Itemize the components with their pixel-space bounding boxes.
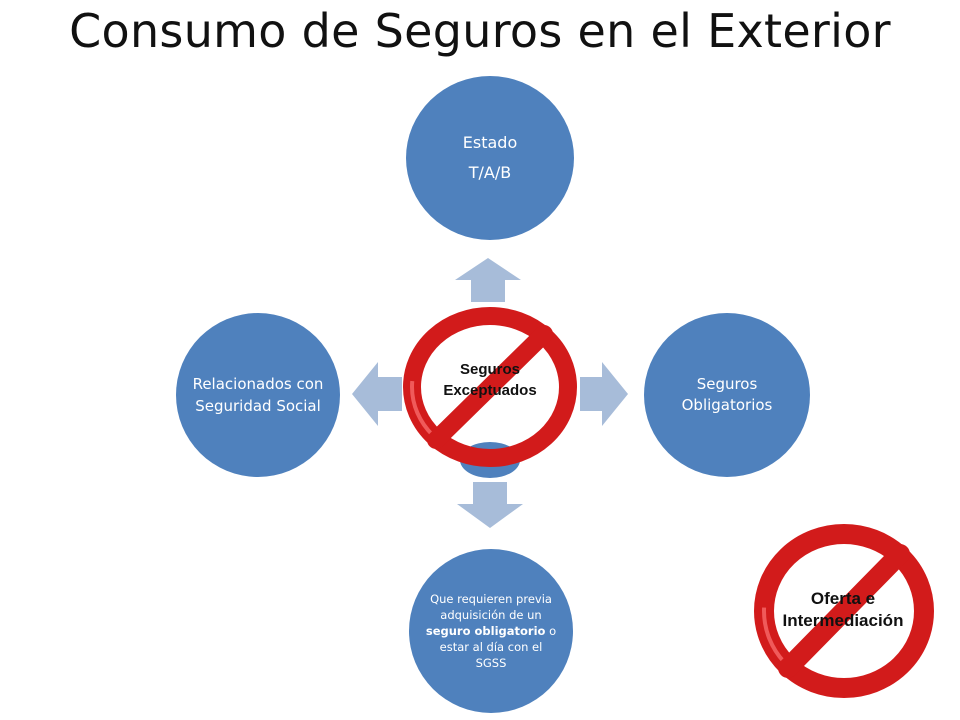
node-estado-line1: Estado xyxy=(462,133,518,152)
arrow-up-icon xyxy=(455,258,521,302)
node-left-text: Relacionados con Seguridad Social xyxy=(192,375,324,415)
oferta-intermediacion-label: Oferta e Intermediación xyxy=(750,588,936,632)
node-seguros-obligatorios: Seguros Obligatorios xyxy=(644,313,810,477)
center-line2: Exceptuados xyxy=(443,382,537,399)
offer-line2: Intermediación xyxy=(782,611,904,630)
node-estado-line2: T/A/B xyxy=(468,163,512,182)
node-bottom-text: Que requieren previa adquisición de un s… xyxy=(423,591,559,671)
center-line1: Seguros xyxy=(459,361,520,378)
node-right-line1: Seguros xyxy=(696,375,758,393)
prohibited-sign-icon xyxy=(754,524,934,698)
arrow-left-icon xyxy=(352,362,402,426)
node-estado: Estado T/A/B xyxy=(406,76,574,240)
node-seguridad-social: Relacionados con Seguridad Social xyxy=(176,313,340,477)
seguros-exceptuados-label: Seguros Exceptuados xyxy=(410,359,570,401)
offer-line1: Oferta e xyxy=(810,589,876,608)
page-title: Consumo de Seguros en el Exterior xyxy=(69,4,891,58)
node-right-line2: Obligatorios xyxy=(681,396,773,414)
node-bottom-part2: o estar al día con el SGSS xyxy=(439,624,557,670)
node-bottom-part1: Que requieren previa adquisición de un xyxy=(430,592,552,622)
arrow-down-icon xyxy=(457,482,523,528)
node-bottom-bold: seguro obligatorio xyxy=(425,624,546,638)
prohibited-sign-icon xyxy=(403,307,577,467)
arrow-right-icon xyxy=(580,362,628,426)
node-seguro-previo: Que requieren previa adquisición de un s… xyxy=(409,549,573,713)
